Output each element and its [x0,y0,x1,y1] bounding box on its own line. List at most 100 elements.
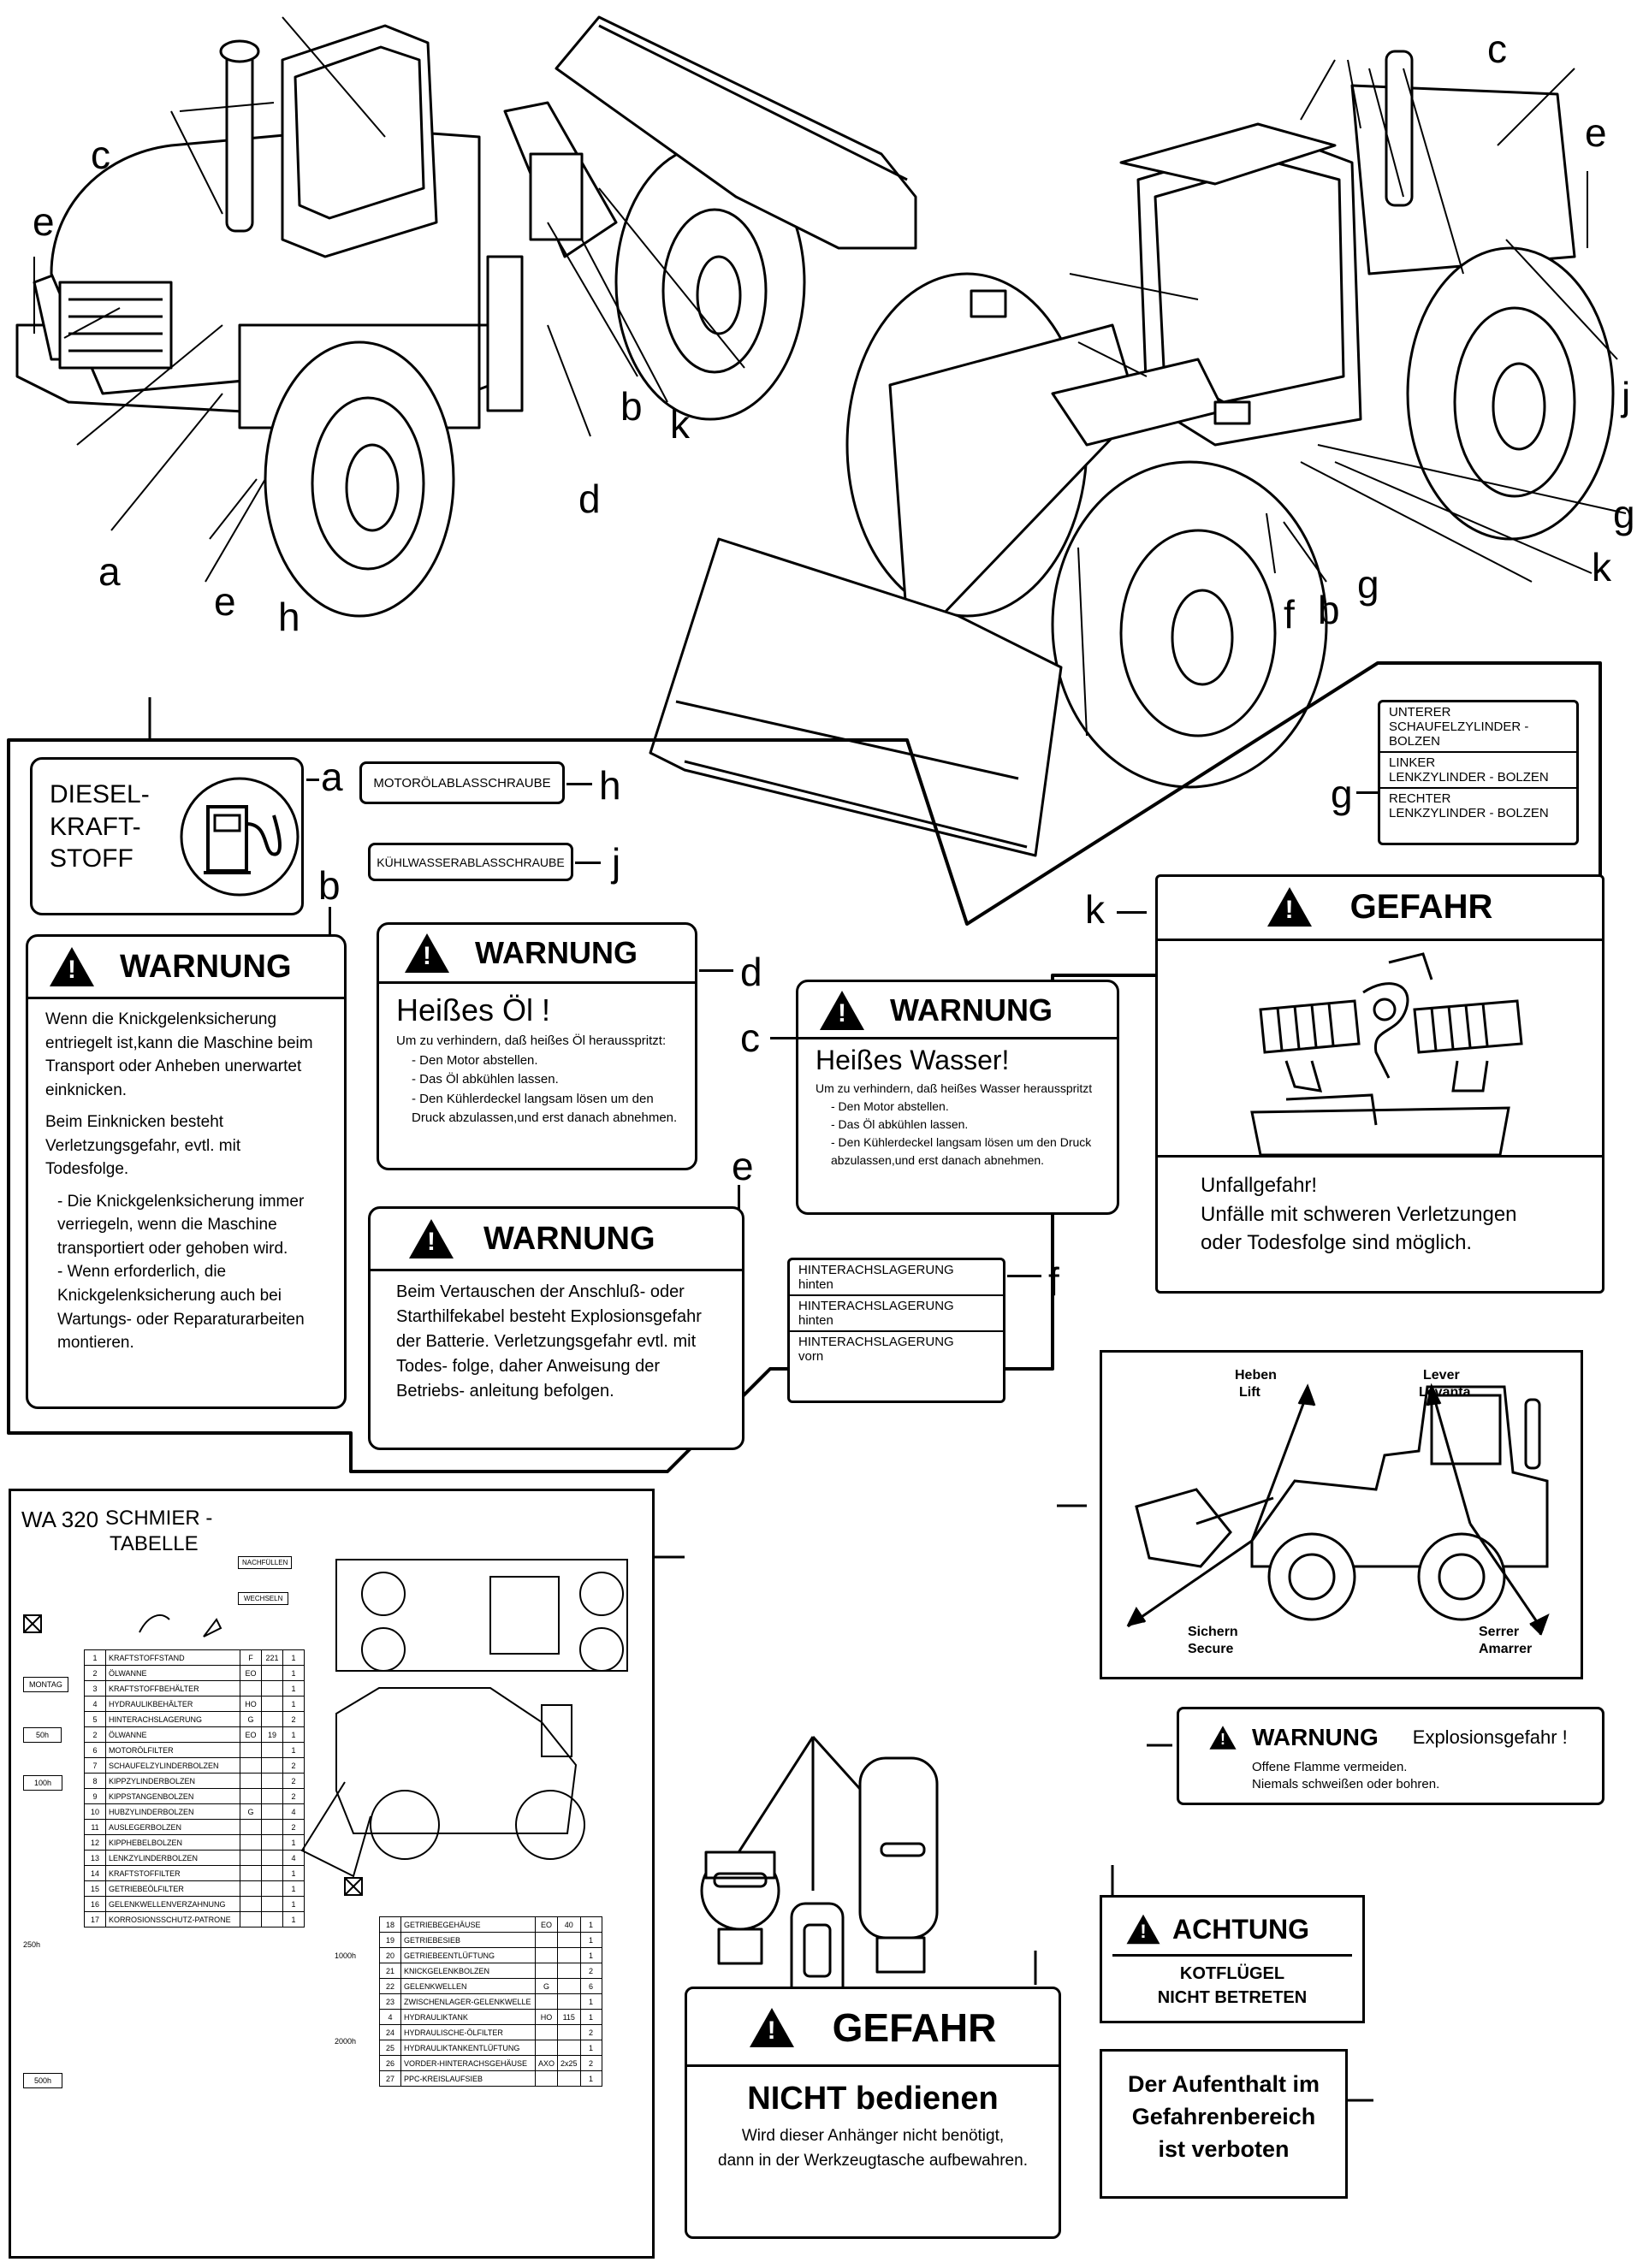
lube-cell-q [261,1680,283,1697]
callout-f: f [1048,1259,1059,1304]
interval-4: 500h [23,2073,63,2088]
warning-b-paragraph-1: Wenn die Knickgelenksicherung entriegelt… [45,1010,313,1099]
hot-oil-step-3: - Den Kühlerdeckel langsam lösen um den … [412,1091,678,1126]
lube-cell-m [534,1963,559,1979]
lube-cell-q [261,1880,283,1897]
lube-cell-m [534,1993,559,2010]
lube-cell-t: KIPPSTANGENBOLZEN [105,1788,240,1804]
lube-cell-t: KRAFTSTOFFILTER [105,1865,240,1881]
lube-cell-n: 7 [84,1757,106,1774]
callout-b-left: b [620,384,643,429]
lube-cell-t: ZWISCHENLAGER-GELENKWELLE [400,1993,536,2010]
lube-title-2: TABELLE [110,1532,199,1555]
explosion-line-2: Niemals schweißen oder bohren. [1252,1776,1440,1791]
lube-refill-key: NACHFÜLLEN [238,1556,293,1569]
lube-cell-n: 13 [84,1850,106,1866]
leader-lines [33,16,1627,737]
lube-cell-q [261,1773,283,1789]
lube-cell-n: 18 [379,1916,401,1933]
lube-cell-m [240,1680,262,1697]
loader-side-silhouette [1126,1383,1550,1636]
hot-oil-heading: Heißes Öl ! [396,992,551,1027]
tag-heading: NICHT bedienen [747,2081,999,2117]
lube-cell-m: EO [240,1665,262,1681]
lube-cell-n: 16 [84,1896,106,1912]
hot-water-step-3: - Den Kühlerdeckel langsam lösen um den … [831,1135,1092,1167]
lube-cell-t: KRAFTSTOFFBEHÄLTER [105,1680,240,1697]
lube-cell-n: 23 [379,1993,401,2010]
callout-e: e [732,1144,754,1188]
caution-line-2: NICHT BETRETEN [1157,1988,1308,2007]
hot-water-warning-decal: WARNUNG Heißes Wasser! Um zu verhindern,… [796,980,1119,1215]
lube-cell-q: 19 [261,1726,283,1743]
lube-cell-p: 1 [282,1665,305,1681]
filters-illustration [700,1735,939,2042]
fuel-pump-icon [180,777,300,897]
callout-b: b [318,863,341,908]
lube-cell-m: HO [240,1696,262,1712]
battery-warning-text: Beim Vertauschen der Anschluß- oder Star… [396,1282,702,1400]
callout-e-right: e [1585,110,1607,155]
lube-cell-q [557,2040,581,2056]
hot-oil-warning-decal: WARNUNG Heißes Öl ! Um zu verhindern, da… [377,922,697,1170]
danger-zone-sign: Der Aufenthalt im Gefahrenbereich ist ve… [1100,2049,1348,2199]
lube-cell-t: KNICKGELENKBOLZEN [400,1963,536,1979]
lube-cell-m [240,1773,262,1789]
coolant-drain-plug-label: KÜHLWASSERABLASSCHRAUBE [368,843,573,881]
lube-cell-m: AXO [534,2055,559,2071]
lube-cell-q [557,1947,581,1963]
callout-k-right: k [1592,545,1611,589]
lube-cell-p: 2 [579,2024,602,2040]
lube-cell-m: EO [534,1916,559,1933]
lifting-tiedown-decal: Heben Lift Lever Levanta Sichern Secure … [1100,1350,1583,1679]
callout-e-left-bottom: e [214,579,236,624]
lube-cell-m [534,1947,559,1963]
lube-cell-p: 6 [579,1978,602,1994]
lube-cell-t: KORROSIONSSCHUTZ-PATRONE [105,1911,240,1928]
lube-cell-t: GETRIEBEÖLFILTER [105,1880,240,1897]
lube-cell-m [240,1911,262,1928]
lube-cell-t: HINTERACHSLAGERUNG [105,1711,240,1727]
lube-cell-q [261,1788,283,1804]
lube-cell-q: 2x25 [557,2055,581,2071]
lube-cell-n: 2 [84,1726,106,1743]
lube-cell-m [240,1757,262,1774]
lift-label-de: Heben [1235,1368,1277,1383]
interval-6: 2000h [335,2037,357,2046]
lube-cell-p: 2 [282,1819,305,1835]
hot-water-step-2: - Das Öl abkühlen lassen. [831,1117,969,1131]
lube-cell-q [261,1742,283,1758]
lube-cell-n: 24 [379,2024,401,2040]
lube-cell-t: VORDER-HINTERACHSGEHÄUSE [400,2055,536,2071]
warning-triangle-icon [1209,1726,1237,1750]
callout-g: g [1331,772,1353,816]
lube-cell-m: HO [534,2009,559,2025]
warning-triangle-icon [409,1219,454,1258]
lube-cell-m [240,1742,262,1758]
tag-line-2: dann in der Werkzeugtasche aufbewahren. [718,2151,1028,2170]
tiedown-label-fr: Serrer [1479,1625,1520,1639]
callout-e-left-top: e [33,199,55,244]
lube-cell-m: G [240,1711,262,1727]
lube-cell-m [534,2024,559,2040]
danger-zone-line-1: Der Aufenthalt im [1127,2071,1320,2097]
lube-cell-n: 8 [84,1773,106,1789]
